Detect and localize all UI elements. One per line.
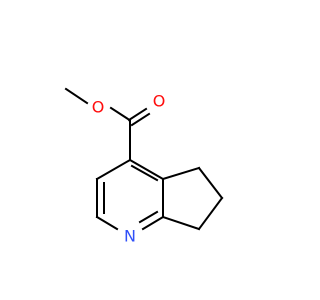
carbonyl-oxygen-label: O [153,92,166,111]
bond-c4a-c5 [161,166,201,181]
bond-carbonyl-double-a [127,107,148,122]
bond-c4-c4a [128,158,165,181]
bond-c4-c4a-double [130,164,159,182]
ether-oxygen-label: O [92,98,105,117]
bond-c4-c3 [95,158,132,181]
bond-c7-c7a [161,215,201,231]
bond-c2-n [95,215,119,231]
bond-c5-c6 [197,166,224,200]
pyridine-nitrogen-label: N [124,227,136,246]
bond-n-c7a-double [138,210,159,224]
molecule-structure: O O N [64,87,224,246]
bond-methyl-o [64,87,89,105]
bond-o-carbonyl-carbon [109,106,130,121]
bond-c6-c7 [197,196,224,231]
bond-carbonyl-double-b [130,112,151,127]
bond-n-c7a [141,215,165,231]
